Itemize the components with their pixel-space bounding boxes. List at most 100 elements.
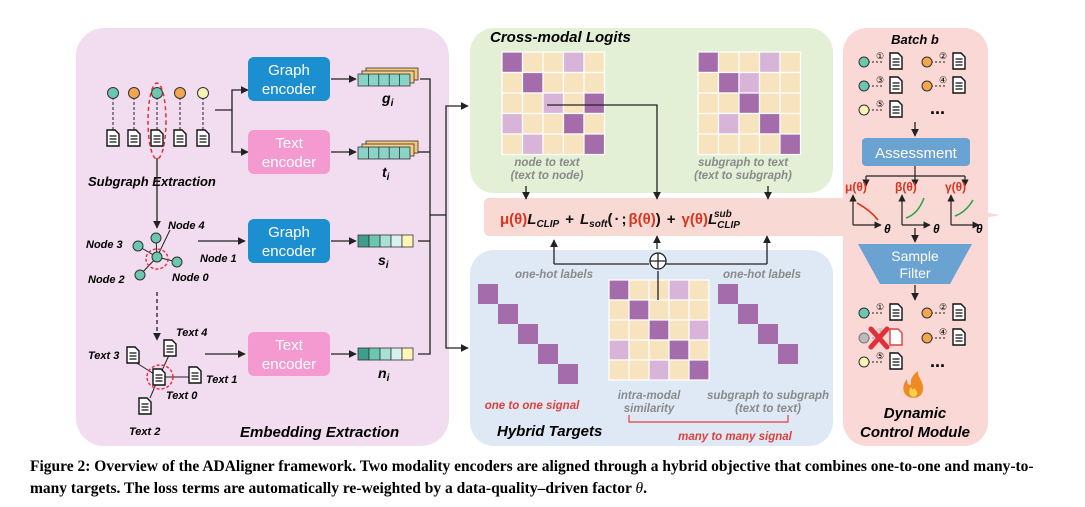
batch-item-2: ② [921, 51, 966, 70]
mu-axis-label: μ(θ) [845, 180, 867, 194]
sample-filter-line2: Filter [899, 265, 930, 281]
matrix-cell [628, 359, 650, 381]
many-to-many-label: many to many signal [678, 431, 793, 443]
onehot-cell [778, 344, 798, 364]
matrix-cell [628, 279, 650, 301]
matrix-cell [758, 71, 781, 94]
matrix-cell [668, 319, 690, 341]
matrix-cell [758, 133, 781, 156]
embedding-stack-t [357, 140, 419, 160]
matrix-cell [501, 92, 524, 115]
matrix-cell [648, 339, 670, 361]
matrix-cell [688, 319, 710, 341]
matrix-cell [521, 133, 544, 156]
matrix-cell [542, 112, 565, 135]
matrix-cell [542, 71, 565, 94]
assessment-box [862, 138, 970, 166]
batch-label: Batch b [891, 32, 939, 47]
matrix-cell [648, 279, 670, 301]
matrix-cell [717, 112, 740, 135]
svg-text:①: ① [876, 51, 884, 61]
text-4-label: Text 4 [176, 327, 207, 339]
document-icon [138, 397, 152, 415]
matrix-cell [562, 92, 585, 115]
sample-filter-line1: Sample [891, 248, 939, 264]
theta-axis-3: θ [976, 222, 983, 236]
matrix-cell [779, 92, 802, 115]
loss-banner [484, 188, 1000, 242]
filtered-ellipsis: ... [930, 351, 945, 371]
svg-text:④: ④ [939, 327, 947, 337]
intra-modal-label-2: similarity [624, 403, 675, 415]
matrix-cell [697, 133, 720, 156]
n-i-label: ni [378, 365, 390, 384]
text-0-label: Text 0 [166, 390, 198, 402]
matrix-cell [628, 299, 650, 321]
batch-item-5: ⑤ [858, 99, 903, 118]
sub2sub-label-1: subgraph to subgraph [707, 390, 829, 402]
matrix-cell [562, 51, 585, 74]
node-circle-icon [150, 232, 162, 244]
graph-encoder-1-line1: Graph [268, 62, 310, 79]
text-encoder-2 [248, 332, 330, 376]
weight-curves [849, 166, 980, 229]
embedding-n [357, 347, 414, 361]
control-title-1: Dynamic [884, 405, 947, 422]
node-circle-icon [134, 269, 146, 281]
merge-lines [418, 78, 469, 355]
document-icon [173, 129, 187, 147]
subgraph-to-text-caption-1: subgraph to text [698, 157, 789, 169]
svg-text:②: ② [939, 51, 947, 61]
matrix-cell [697, 51, 720, 74]
batch-ellipsis: ... [930, 98, 945, 118]
matrix-cell [583, 51, 606, 74]
batch-item-4: ④ [921, 75, 966, 94]
matrix-cell [608, 319, 630, 341]
matrix-cell [583, 112, 606, 135]
onehot-cell [518, 324, 538, 344]
node-subgraph [132, 229, 183, 281]
matrix-cell [738, 92, 761, 115]
subgraph-nodes [106, 82, 210, 160]
matrix-cell [648, 359, 670, 381]
node-circle-icon [921, 80, 933, 92]
matrix-cell [779, 112, 802, 135]
control-title-2: Control Module [860, 424, 970, 441]
matrix-cell [583, 92, 606, 115]
embedding-s [357, 234, 414, 248]
text-encoder-1-line1: Text [275, 135, 303, 152]
matrix-cell [501, 51, 524, 74]
onehot-cell [718, 284, 738, 304]
text-encoder-1 [248, 130, 330, 174]
batch-item-1: ① [858, 51, 903, 70]
batch-item-3: ③ [858, 75, 903, 94]
onehot-cell [558, 364, 578, 384]
embedding-title: Embedding Extraction [240, 424, 399, 441]
framework-diagram: Embedding Extraction Cross-modal Logits … [76, 28, 1000, 446]
matrix-cell [688, 279, 710, 301]
matrix-cell [758, 112, 781, 135]
document-icon [889, 52, 903, 70]
text-3-label: Text 3 [88, 350, 119, 362]
document-icon [889, 100, 903, 118]
text-1-label: Text 1 [206, 374, 237, 386]
svg-text:③: ③ [876, 327, 884, 337]
sub2sub-label-2: (text to text) [735, 403, 801, 415]
matrix-cell [668, 359, 690, 381]
one-to-one-label: one to one signal [485, 400, 580, 412]
matrix-cell [542, 133, 565, 156]
matrix-cell [542, 92, 565, 115]
sample-filter-box [858, 244, 972, 284]
logits-connectors [522, 104, 772, 200]
batch-items: ① ② ③ ④ ⑤ ... [858, 51, 966, 118]
gamma-axis-label: γ(θ) [945, 180, 966, 194]
node-circle-icon [858, 104, 870, 116]
node-circle-icon [132, 240, 144, 252]
matrix-cell [608, 279, 630, 301]
onehot-right-label: one-hot labels [723, 269, 801, 281]
matrix-cell [501, 133, 524, 156]
onehot-cell [498, 304, 518, 324]
node-circle-icon [151, 87, 163, 99]
matrix-cell [717, 92, 740, 115]
onehot-diagonal-right [718, 284, 798, 364]
